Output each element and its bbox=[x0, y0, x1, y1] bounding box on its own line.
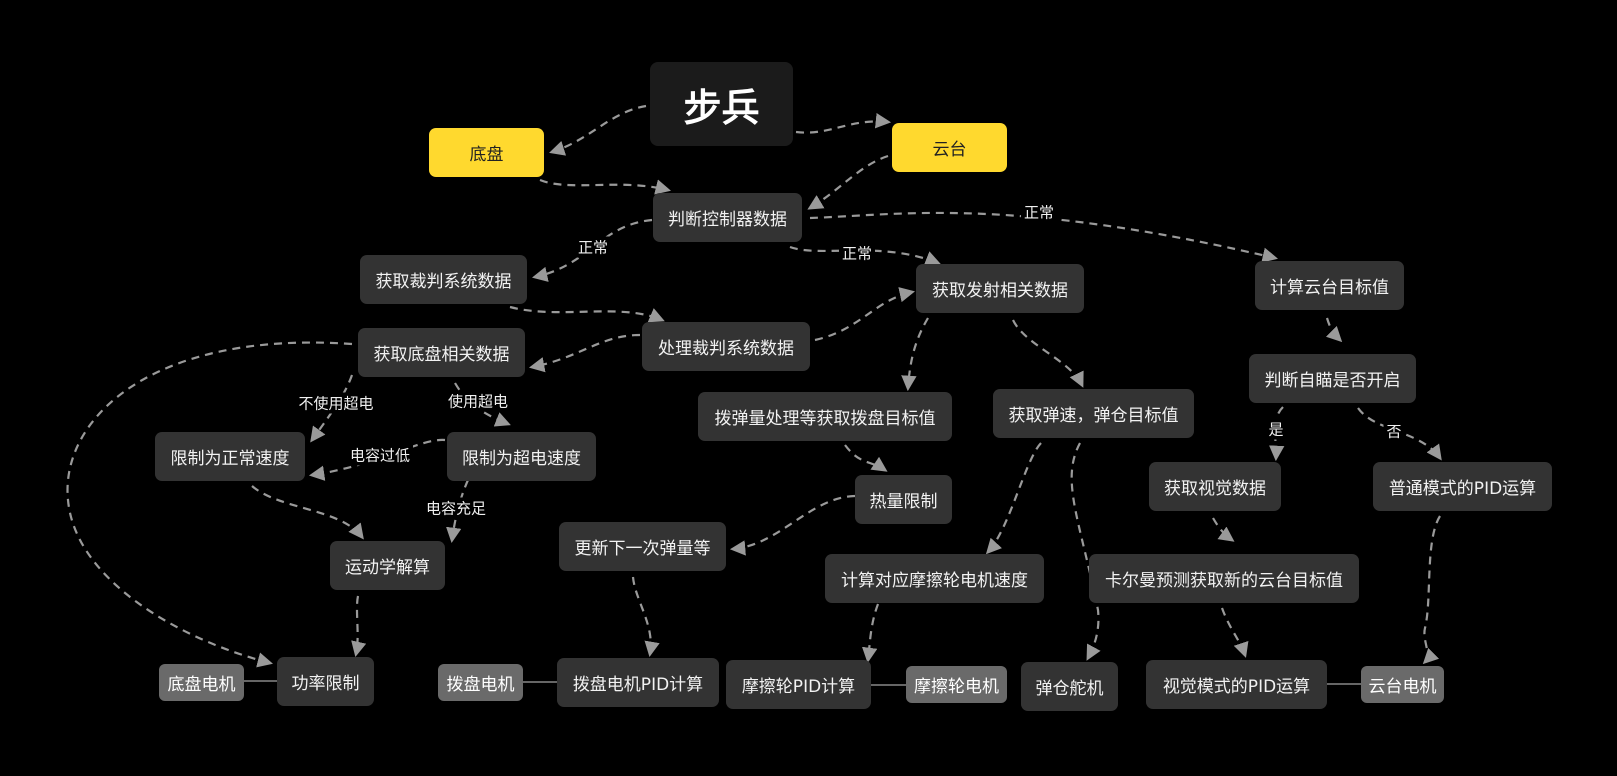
edge-label-cap-low: 电容过低 bbox=[346, 444, 414, 466]
edge-speedmag-servo bbox=[1070, 442, 1101, 661]
node-limit-normal[interactable]: 限制为正常速度 bbox=[155, 432, 305, 481]
node-gimbal-motor[interactable]: 云台电机 bbox=[1361, 666, 1444, 703]
edge-judge-calcgimbal bbox=[809, 211, 1278, 263]
node-kalman[interactable]: 卡尔曼预测获取新的云台目标值 bbox=[1089, 554, 1359, 603]
node-get-referee[interactable]: 获取裁判系统数据 bbox=[360, 255, 527, 304]
edge-friction-frictionpid bbox=[861, 603, 880, 664]
edge-referee-process bbox=[509, 305, 665, 323]
node-process-referee[interactable]: 处理裁判系统数据 bbox=[642, 322, 810, 371]
node-power-limit[interactable]: 功率限制 bbox=[277, 657, 374, 706]
node-get-chassis[interactable]: 获取底盘相关数据 bbox=[358, 328, 525, 377]
edge-root-chassis bbox=[549, 104, 647, 156]
node-chassis[interactable]: 底盘 bbox=[429, 128, 544, 177]
edge-super-normal bbox=[308, 438, 446, 481]
edge-shoot-dial bbox=[901, 317, 929, 392]
edge-label-no-super: 不使用超电 bbox=[295, 392, 377, 414]
edge-update-dialpid bbox=[631, 576, 660, 658]
edge-normalpid-gimbalmotor bbox=[1422, 515, 1441, 665]
node-judge-controller[interactable]: 判断控制器数据 bbox=[653, 193, 802, 242]
edge-label-normal-1: 正常 bbox=[574, 236, 612, 258]
node-normal-pid[interactable]: 普通模式的PID运算 bbox=[1373, 462, 1552, 511]
node-calc-gimbal-target[interactable]: 计算云台目标值 bbox=[1255, 261, 1404, 310]
edge-heat-update bbox=[729, 494, 856, 556]
node-dial-process[interactable]: 拨弹量处理等获取拨盘目标值 bbox=[698, 392, 952, 441]
edge-calcgimbal-autoaim bbox=[1325, 317, 1343, 343]
node-heat-limit[interactable]: 热量限制 bbox=[855, 475, 952, 524]
node-mag-servo[interactable]: 弹仓舵机 bbox=[1021, 662, 1118, 711]
edge-label-yes: 是 bbox=[1265, 418, 1287, 440]
node-vision-pid[interactable]: 视觉模式的PID运算 bbox=[1146, 660, 1327, 709]
node-get-vision[interactable]: 获取视觉数据 bbox=[1149, 462, 1281, 511]
edge-chassis-judge bbox=[539, 178, 671, 195]
edge-gimbal-judge bbox=[807, 154, 889, 210]
node-gimbal[interactable]: 云台 bbox=[892, 123, 1007, 172]
node-kinematics[interactable]: 运动学解算 bbox=[330, 541, 445, 590]
node-get-speed-mag[interactable]: 获取弹速，弹仓目标值 bbox=[993, 389, 1194, 438]
edge-process-chassis bbox=[528, 333, 641, 373]
edge-shoot-speedmag bbox=[1012, 319, 1084, 388]
edge-process-shoot bbox=[814, 287, 916, 342]
node-chassis-motor[interactable]: 底盘电机 bbox=[159, 664, 244, 701]
edge-dial-heat bbox=[844, 444, 888, 472]
node-root[interactable]: 步兵 bbox=[650, 62, 793, 146]
edge-label-normal-3: 正常 bbox=[1020, 201, 1058, 223]
node-judge-autoaim[interactable]: 判断自瞄是否开启 bbox=[1249, 354, 1416, 403]
edge-kinematics-powerlimit bbox=[351, 595, 367, 658]
edge-vision-kalman bbox=[1212, 517, 1235, 542]
edge-normal-kinematics bbox=[251, 485, 364, 540]
node-update-next[interactable]: 更新下一次弹量等 bbox=[559, 522, 726, 571]
edge-kalman-visionpid bbox=[1220, 607, 1249, 658]
edge-label-cap-full: 电容充足 bbox=[422, 497, 490, 519]
node-calc-friction[interactable]: 计算对应摩擦轮电机速度 bbox=[825, 554, 1044, 603]
edge-speedmag-friction bbox=[985, 442, 1042, 555]
node-friction-motor[interactable]: 摩擦轮电机 bbox=[906, 666, 1007, 703]
edge-label-normal-2: 正常 bbox=[838, 242, 876, 264]
edge-label-use-super: 使用超电 bbox=[444, 390, 512, 412]
edge-root-gimbal bbox=[795, 113, 892, 134]
node-dial-motor[interactable]: 拨盘电机 bbox=[438, 664, 523, 701]
node-dial-pid[interactable]: 拨盘电机PID计算 bbox=[557, 658, 719, 707]
edge-chassis-powerlimit bbox=[66, 341, 353, 668]
node-friction-pid[interactable]: 摩擦轮PID计算 bbox=[726, 660, 871, 709]
node-get-shoot[interactable]: 获取发射相关数据 bbox=[916, 264, 1084, 313]
edge-autoaim-vision bbox=[1268, 406, 1285, 462]
edge-label-no: 否 bbox=[1383, 420, 1405, 442]
node-limit-super[interactable]: 限制为超电速度 bbox=[447, 432, 596, 481]
